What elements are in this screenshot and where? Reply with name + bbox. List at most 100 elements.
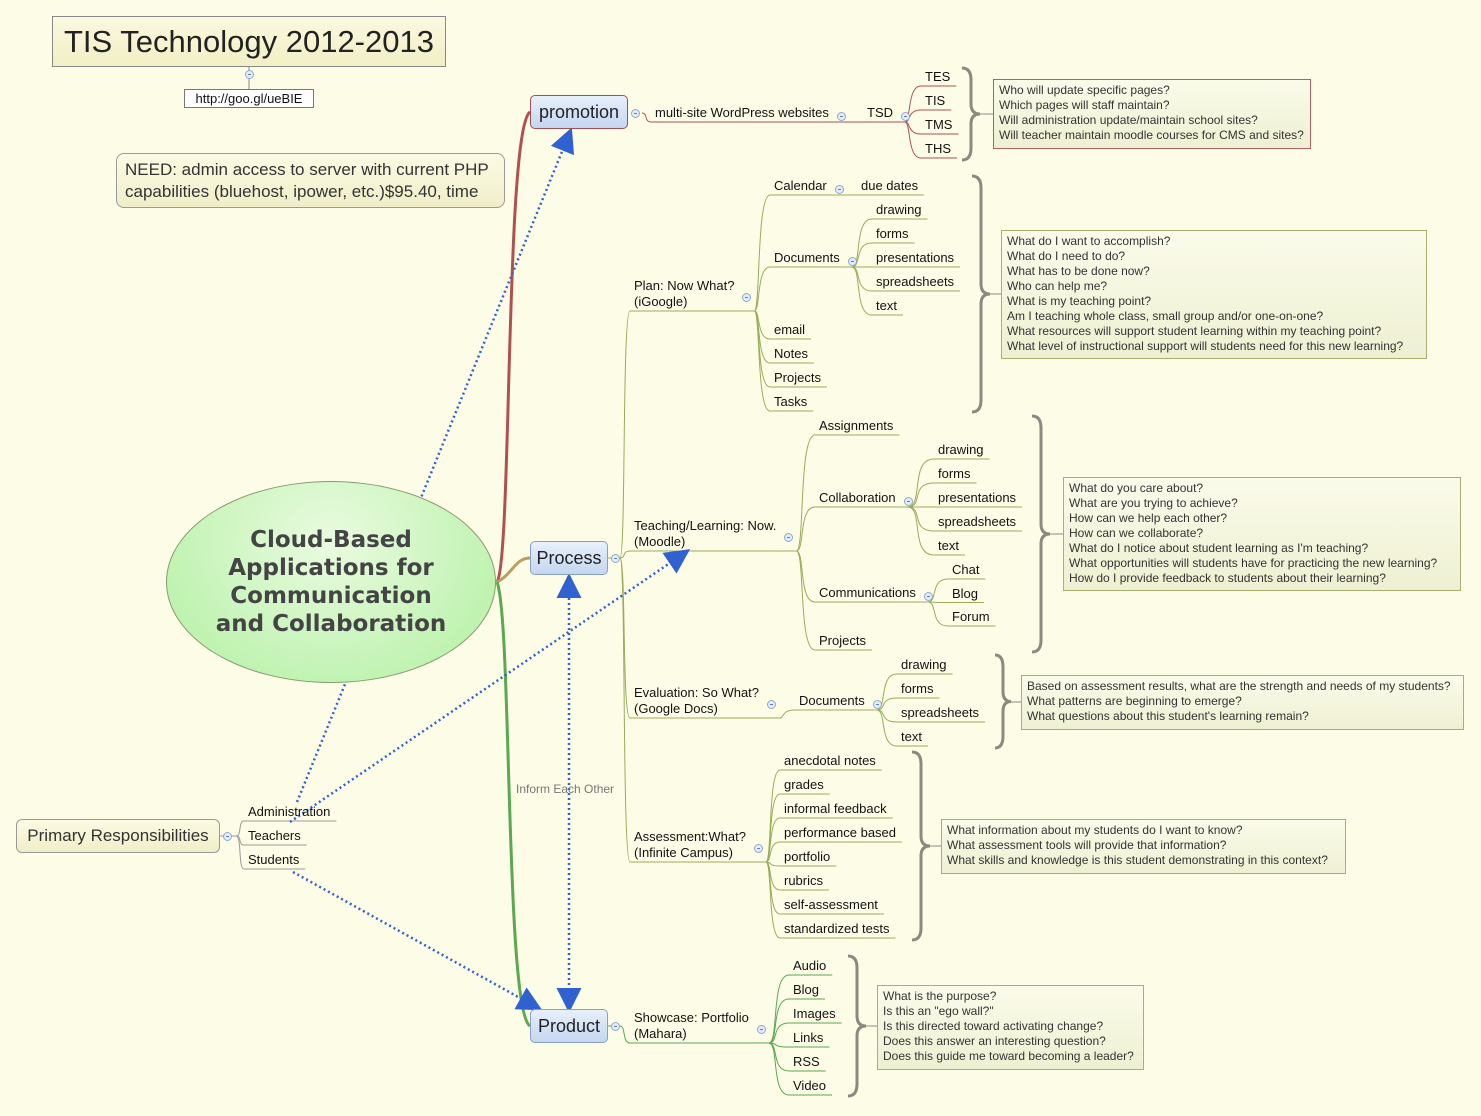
node-plan-email[interactable]: email [774,322,806,337]
collapse-toggle-icon[interactable] [923,592,933,601]
collapse-toggle-icon[interactable] [836,112,846,121]
connector-line [768,998,790,1044]
node-assess-grades[interactable]: grades [784,777,824,792]
node-collab-presentations[interactable]: presentations [938,490,1017,505]
central-topic[interactable]: Cloud-Based Applications for Communicati… [166,481,496,683]
node-school-ths[interactable]: THS [925,141,951,156]
collapse-toggle-icon[interactable] [631,109,640,118]
product-questions-note[interactable]: What is the purpose?Is this an "ego wall… [877,985,1144,1070]
node-collab-forms[interactable]: forms [938,466,971,481]
collapse-toggle-icon[interactable] [754,844,763,853]
branch-promotion [495,110,532,583]
node-product-audio[interactable]: Audio [793,958,827,973]
connector-line [796,506,816,552]
node-eval-doc-text[interactable]: text [901,729,922,744]
evaluation-questions-note[interactable]: Based on assessment results, what are th… [1021,675,1464,730]
topic-process[interactable]: Process [530,541,608,575]
node-assess-rubrics[interactable]: rubrics [784,873,824,888]
connector-line [235,820,245,837]
link-label[interactable]: http://goo.gl/ueBIE [184,89,314,108]
collapse-toggle-icon[interactable] [903,497,913,506]
node-school-tms[interactable]: TMS [925,117,953,132]
node-product-links[interactable]: Links [793,1030,824,1045]
node-product-rss[interactable]: RSS [793,1054,820,1069]
node-assess-self-assessment[interactable]: self-assessment [784,897,878,912]
node-assess-informal-feedback[interactable]: informal feedback [784,801,887,816]
collapse-toggle-icon[interactable] [872,700,882,709]
relationship-label[interactable]: Inform Each Other [516,782,615,796]
node-line: Teaching/Learning: Now. [634,518,777,533]
collapse-toggle-icon[interactable] [784,533,794,542]
node-plan-doc-forms[interactable]: forms [876,226,909,241]
node-collab-drawing[interactable]: drawing [938,442,984,457]
node-evaluation[interactable]: Evaluation: So What?(Google Docs) [634,685,759,717]
node-eval-doc-forms[interactable]: forms [901,681,934,696]
node-resp-teachers[interactable]: Teachers [248,828,301,843]
node-calendar[interactable]: Calendar [774,178,827,193]
node-showcase[interactable]: Showcase: Portfolio(Mahara) [634,1010,749,1042]
node-plan-doc-text[interactable]: text [876,298,897,313]
question-line: What are you trying to achieve? [1069,496,1238,510]
node-resp-students[interactable]: Students [248,852,300,867]
need-note[interactable]: NEED: admin access to server with curren… [116,153,505,208]
node-eval-documents[interactable]: Documents [799,693,865,708]
node-assess-performance-based[interactable]: performance based [784,825,897,840]
node-comm-blog[interactable]: Blog [952,585,979,601]
node-product-blog[interactable]: Blog [793,982,820,997]
node-communications[interactable]: Communications [819,585,916,600]
node-comm-chat[interactable]: Chat [952,562,980,577]
teaching-questions-note[interactable]: What do you care about?What are you tryi… [1063,477,1461,591]
node-assess-anecdotal-notes[interactable]: anecdotal notes [784,753,876,768]
node-collab-text[interactable]: text [938,538,959,553]
node-collaboration[interactable]: Collaboration [819,490,896,505]
node-assignments[interactable]: Assignments [819,418,894,433]
node-comm-forum[interactable]: Forum [952,609,990,624]
node-assessment[interactable]: Assessment:What?(Infinite Campus) [634,829,746,861]
node-resp-administration[interactable]: Administration [248,804,331,819]
collapse-toggle-icon[interactable] [767,700,777,709]
node-assess-portfolio[interactable]: portfolio [784,849,831,864]
node-multisite-wordpress[interactable]: multi-site WordPress websites [655,105,829,120]
question-line: Am I teaching whole class, small group a… [1007,309,1324,323]
node-assess-standardized-tests[interactable]: standardized tests [784,921,890,936]
collapse-toggle-icon[interactable] [756,1025,766,1034]
node-due-dates[interactable]: due dates [861,178,919,193]
node-teaching-projects[interactable]: Projects [819,633,866,648]
collapse-toggle-icon[interactable] [742,293,752,302]
node-plan-tasks[interactable]: Tasks [774,394,808,409]
collapse-toggle-icon[interactable] [901,112,910,121]
node-teaching[interactable]: Teaching/Learning: Now.(Moodle) [634,518,776,550]
node-collab-spreadsheets[interactable]: spreadsheets [938,514,1017,529]
node-product-images[interactable]: Images [793,1006,836,1021]
summary-brace [971,174,991,414]
collapse-toggle-icon[interactable] [611,1022,620,1031]
assessment-questions-note[interactable]: What information about my students do I … [941,819,1346,874]
primary-responsibilities[interactable]: Primary Responsibilities [16,819,220,853]
question-line: How can we help each other? [1069,511,1228,525]
node-tsd[interactable]: TSD [867,105,893,120]
node-school-tes[interactable]: TES [925,69,951,84]
node-plan-documents[interactable]: Documents [774,250,840,265]
node-plan-notes[interactable]: Notes [774,346,808,361]
map-title[interactable]: TIS Technology 2012-2013 [52,16,446,67]
connector-line [765,769,781,863]
collapse-toggle-icon[interactable] [834,185,844,194]
promotion-questions-note[interactable]: Who will update specific pages?Which pag… [993,79,1311,149]
collapse-toggle-icon[interactable] [847,257,857,266]
node-plan-projects[interactable]: Projects [774,370,821,385]
topic-promotion[interactable]: promotion [530,95,628,129]
collapse-toggle-icon[interactable] [611,554,620,563]
collapse-toggle-icon[interactable] [223,832,232,841]
node-plan-doc-spreadsheets[interactable]: spreadsheets [876,274,955,289]
node-eval-doc-spreadsheets[interactable]: spreadsheets [901,705,980,720]
node-plan[interactable]: Plan: Now What?(iGoogle) [634,278,734,310]
node-product-video[interactable]: Video [793,1078,827,1093]
collapse-toggle-icon[interactable] [245,70,254,79]
node-plan-doc-presentations[interactable]: presentations [876,250,955,265]
plan-questions-note[interactable]: What do I want to accomplish?What do I n… [1001,230,1427,359]
node-eval-doc-drawing[interactable]: drawing [901,657,947,672]
topic-product[interactable]: Product [530,1009,608,1043]
node-plan-doc-drawing[interactable]: drawing [876,202,922,217]
node-school-tis[interactable]: TIS [925,93,946,108]
